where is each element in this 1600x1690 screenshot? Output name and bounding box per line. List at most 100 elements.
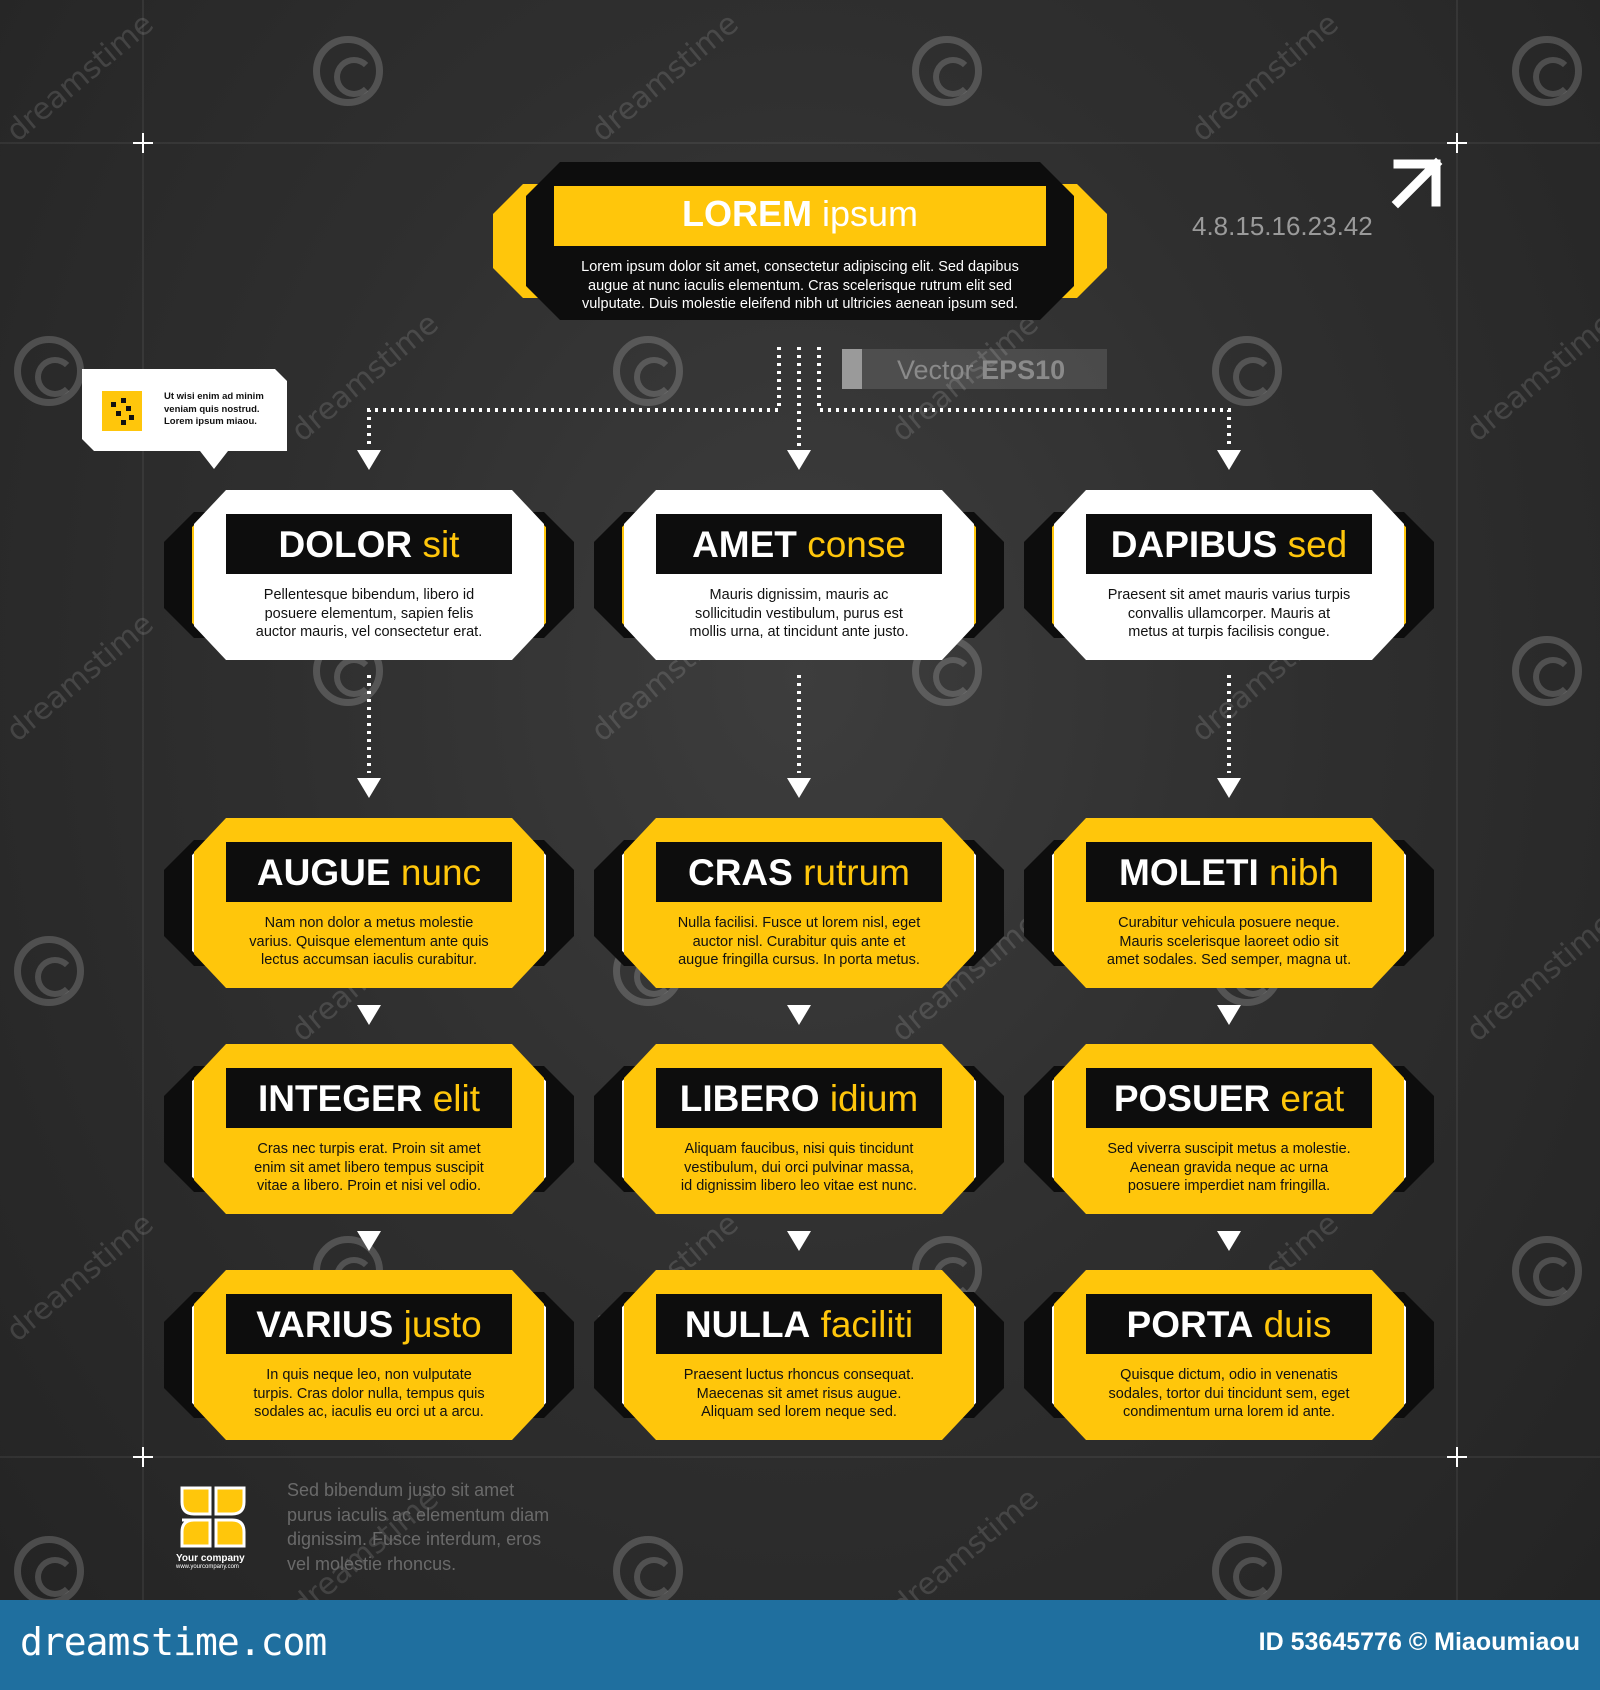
node-title: AMET conse bbox=[594, 526, 1004, 563]
node-title-light: justo bbox=[403, 1304, 482, 1345]
node-integer: INTEGER elit Cras nec turpis erat. Proin… bbox=[164, 1044, 574, 1214]
series-code: 4.8.15.16.23.42 bbox=[1192, 211, 1373, 241]
node-title-bold: DOLOR bbox=[278, 524, 413, 565]
node-text-line: augue fringilla cursus. In porta metus. bbox=[678, 952, 920, 968]
footer-text-line: Sed bibendum justo sit amet bbox=[287, 1480, 515, 1500]
node-text-line: convallis ullamcorper. Mauris at bbox=[1127, 605, 1331, 622]
watermark-spiral-icon bbox=[1512, 36, 1582, 106]
node-title-bold: POSUER bbox=[1113, 1078, 1271, 1119]
node-text-line: auctor nisl. Curabitur quis ante et bbox=[692, 933, 906, 950]
node-description: Sed viverra suscipit metus a molestie. A… bbox=[1079, 1140, 1379, 1196]
node-description: In quis neque leo, non vulputate turpis.… bbox=[219, 1366, 519, 1422]
node-amet: AMET conse Mauris dignissim, mauris ac s… bbox=[594, 490, 1004, 660]
root-title: LOREM ipsum bbox=[490, 196, 1110, 232]
node-title-light: sed bbox=[1287, 524, 1348, 565]
node-text-line: amet sodales. Sed semper, magna ut. bbox=[1106, 952, 1352, 968]
node-title: NULLA faciliti bbox=[594, 1306, 1004, 1343]
watermark-spiral-icon bbox=[14, 336, 84, 406]
node-text-line: sollicitudin vestibulum, purus est bbox=[695, 605, 903, 622]
node-posuer: POSUER erat Sed viverra suscipit metus a… bbox=[1024, 1044, 1434, 1214]
node-title-bold: INTEGER bbox=[257, 1078, 423, 1119]
node-title-bold: CRAS bbox=[687, 852, 793, 893]
node-title: VARIUS justo bbox=[164, 1306, 574, 1343]
node-text-line: mollis urna, at tincidunt ante justo. bbox=[689, 624, 909, 640]
node-text-line: Mauris dignissim, mauris ac bbox=[709, 587, 889, 603]
node-title: POSUER erat bbox=[1024, 1080, 1434, 1117]
node-title: PORTA duis bbox=[1024, 1306, 1434, 1343]
node-title-light: nibh bbox=[1269, 852, 1339, 893]
node-title-bold: LIBERO bbox=[679, 1078, 820, 1119]
node-description: Aliquam faucibus, nisi quis tincidunt ve… bbox=[649, 1140, 949, 1196]
node-title-light: faciliti bbox=[820, 1304, 914, 1345]
node-text-line: Nam non dolor a metus molestie bbox=[264, 915, 474, 931]
node-text-line: sodales ac, iaculis eu orci ut a arcu. bbox=[254, 1404, 484, 1420]
company-name: Your company bbox=[176, 1553, 245, 1564]
company-logo-icon bbox=[180, 1486, 246, 1548]
node-libero: LIBERO idium Aliquam faucibus, nisi quis… bbox=[594, 1044, 1004, 1214]
node-text-line: posuere elementum, sapien felis bbox=[264, 605, 474, 622]
footer-brand[interactable]: dreamstime.com bbox=[20, 1620, 327, 1664]
node-text-line: vestibulum, dui orci pulvinar massa, bbox=[684, 1159, 914, 1176]
node-text-line: lectus accumsan iaculis curabitur. bbox=[261, 952, 477, 968]
footer-text-line: dignissim. Fusce interdum, eros bbox=[287, 1529, 542, 1549]
footer-text-line: vel molestie rhoncus. bbox=[287, 1553, 457, 1574]
watermark-spiral-icon bbox=[1212, 336, 1282, 406]
watermark-spiral-icon bbox=[912, 36, 982, 106]
node-title-bold: VARIUS bbox=[256, 1304, 394, 1345]
watermark-spiral-icon bbox=[1512, 1236, 1582, 1306]
node-augue: AUGUE nunc Nam non dolor a metus molesti… bbox=[164, 818, 574, 988]
footer-image-id: ID 53645776 © Miaoumiaou bbox=[1258, 1628, 1580, 1656]
node-nulla: NULLA faciliti Praesent luctus rhoncus c… bbox=[594, 1270, 1004, 1440]
node-title-bold: NULLA bbox=[684, 1304, 811, 1345]
root-title-bold: LOREM bbox=[681, 193, 812, 234]
node-text-line: Aliquam faucibus, nisi quis tincidunt bbox=[684, 1141, 914, 1157]
node-description: Praesent luctus rhoncus consequat. Maece… bbox=[649, 1366, 949, 1422]
root-text-line: Lorem ipsum dolor sit amet, consectetur … bbox=[581, 259, 1019, 275]
node-porta: PORTA duis Quisque dictum, odio in venen… bbox=[1024, 1270, 1434, 1440]
arrow-heads bbox=[357, 450, 1241, 1251]
node-text-line: Aliquam sed lorem neque sed. bbox=[701, 1404, 897, 1420]
node-text-line: condimentum urna lorem id ante. bbox=[1123, 1404, 1335, 1420]
vector-label-bold: EPS10 bbox=[981, 355, 1066, 385]
node-text-line: posuere imperdiet nam fringilla. bbox=[1127, 1178, 1331, 1194]
connector-lines bbox=[367, 347, 1231, 773]
node-title-bold: DAPIBUS bbox=[1110, 524, 1278, 565]
footer-paragraph: Sed bibendum justo sit amet purus iaculi… bbox=[287, 1478, 549, 1576]
node-text-line: Pellentesque bibendum, libero id bbox=[263, 587, 475, 603]
node-dapibus: DAPIBUS sed Praesent sit amet mauris var… bbox=[1024, 490, 1434, 660]
node-varius: VARIUS justo In quis neque leo, non vulp… bbox=[164, 1270, 574, 1440]
node-text-line: id dignissim libero leo vitae est nunc. bbox=[680, 1178, 918, 1194]
node-text-line: Maecenas sit amet risus augue. bbox=[696, 1385, 902, 1402]
node-description: Nulla facilisi. Fusce ut lorem nisl, ege… bbox=[649, 914, 949, 970]
note-line: Lorem ipsum miaou. bbox=[164, 416, 257, 427]
node-title: DOLOR sit bbox=[164, 526, 574, 563]
node-title-light: rutrum bbox=[803, 852, 911, 893]
node-text-line: Mauris scelerisque laoreet odio sit bbox=[1119, 933, 1339, 950]
note-line: Ut wisi enim ad minim bbox=[164, 391, 264, 402]
node-description: Nam non dolor a metus molestie varius. Q… bbox=[219, 914, 519, 970]
node-title-light: erat bbox=[1280, 1078, 1345, 1119]
watermark-spiral-icon bbox=[1512, 636, 1582, 706]
footer-bar: dreamstime.com ID 53645776 © Miaoumiaou bbox=[0, 1600, 1600, 1690]
node-text-line: Praesent luctus rhoncus consequat. bbox=[683, 1367, 915, 1383]
node-description: Curabitur vehicula posuere neque. Mauris… bbox=[1079, 914, 1379, 970]
node-title-bold: MOLETI bbox=[1119, 852, 1259, 893]
connector-layer bbox=[0, 0, 1600, 1600]
node-title-light: nunc bbox=[400, 852, 482, 893]
node-text-line: Aenean gravida neque ac urna bbox=[1129, 1159, 1329, 1176]
watermark-spiral-icon bbox=[14, 936, 84, 1006]
node-moleti: MOLETI nibh Curabitur vehicula posuere n… bbox=[1024, 818, 1434, 988]
node-text-line: Curabitur vehicula posuere neque. bbox=[1118, 915, 1340, 931]
node-description: Praesent sit amet mauris varius turpis c… bbox=[1079, 586, 1379, 642]
node-title: DAPIBUS sed bbox=[1024, 526, 1434, 563]
speech-note: Ut wisi enim ad minim veniam quis nostru… bbox=[82, 369, 287, 471]
node-title-light: duis bbox=[1263, 1304, 1332, 1345]
root-title-light: ipsum bbox=[821, 193, 919, 234]
node-text-line: Nulla facilisi. Fusce ut lorem nisl, ege… bbox=[677, 915, 921, 931]
arrow-up-right-icon bbox=[1391, 157, 1443, 209]
node-title-light: idium bbox=[829, 1078, 919, 1119]
root-description: Lorem ipsum dolor sit amet, consectetur … bbox=[550, 258, 1050, 314]
watermark-spiral-icon bbox=[313, 36, 383, 106]
node-text-line: Praesent sit amet mauris varius turpis bbox=[1107, 587, 1351, 603]
node-text-line: varius. Quisque elementum ante quis bbox=[249, 933, 489, 950]
